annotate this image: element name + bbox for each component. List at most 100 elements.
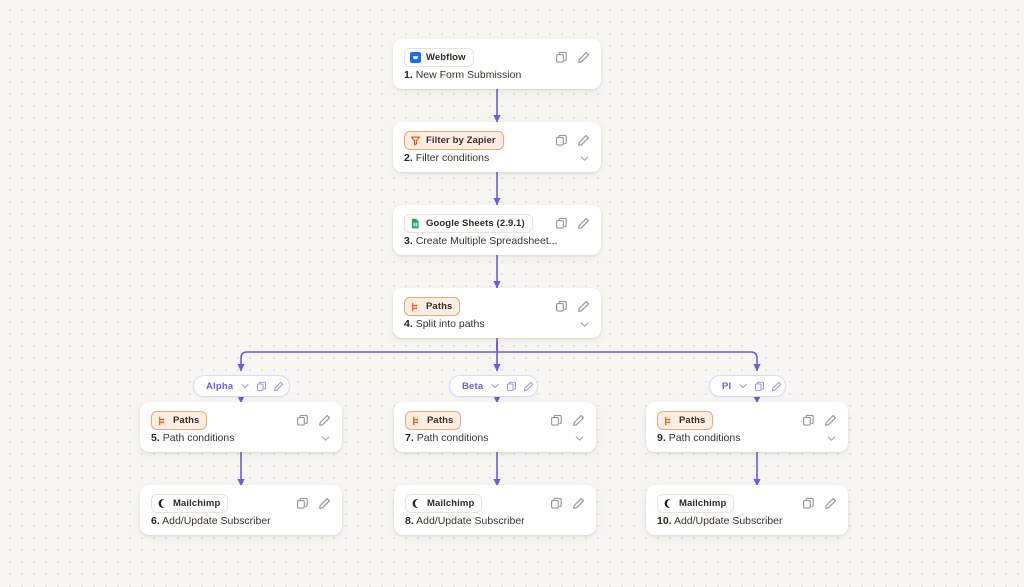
pencil-icon[interactable]: [577, 51, 590, 64]
copy-icon[interactable]: [506, 381, 517, 392]
pencil-icon[interactable]: [771, 381, 782, 392]
chevron-down-icon[interactable]: [574, 433, 585, 444]
step-number: 7.: [405, 432, 414, 444]
app-name: Paths: [427, 414, 454, 426]
step-number: 9.: [657, 432, 666, 444]
step-label: 5. Path conditions: [151, 432, 235, 444]
app-badge-filter: Filter by Zapier: [404, 130, 504, 150]
node-header: Paths: [646, 402, 848, 432]
node-step-7[interactable]: Paths 7. Path conditions: [394, 402, 596, 452]
node-actions[interactable]: [555, 300, 590, 313]
chevron-down-icon[interactable]: [738, 381, 748, 391]
chevron-down-icon[interactable]: [826, 433, 837, 444]
step-label: 4. Split into paths: [404, 318, 485, 330]
step-label: 9. Path conditions: [657, 432, 741, 444]
pencil-icon[interactable]: [523, 381, 534, 392]
paths-branch-icon: [159, 416, 165, 425]
step-title-text: Path conditions: [416, 432, 489, 444]
step-number: 1.: [404, 69, 413, 81]
app-badge-mailchimp: Mailchimp: [405, 493, 483, 513]
pencil-icon[interactable]: [824, 414, 837, 427]
app-name: Mailchimp: [427, 497, 475, 509]
node-step-4[interactable]: Paths 4. Split into paths: [393, 288, 601, 338]
step-label: 10. Add/Update Subscriber: [657, 515, 783, 527]
copy-icon[interactable]: [754, 381, 765, 392]
node-step-6[interactable]: Mailchimp 6. Add/Update Subscriber: [140, 485, 342, 535]
chevron-down-icon[interactable]: [240, 381, 250, 391]
node-step-5[interactable]: Paths 5. Path conditions: [140, 402, 342, 452]
node-step-10[interactable]: Mailchimp 10. Add/Update Subscriber: [646, 485, 848, 535]
pencil-icon[interactable]: [577, 300, 590, 313]
pencil-icon[interactable]: [318, 497, 331, 510]
chevron-down-icon[interactable]: [579, 153, 590, 164]
chevron-down-icon[interactable]: [490, 381, 500, 391]
app-badge-mailchimp: Mailchimp: [151, 493, 229, 513]
copy-icon[interactable]: [555, 51, 568, 64]
app-name: Mailchimp: [173, 497, 221, 509]
copy-icon[interactable]: [550, 497, 563, 510]
node-header: Paths: [140, 402, 342, 432]
pencil-icon[interactable]: [572, 497, 585, 510]
step-number: 8.: [405, 515, 414, 527]
node-actions[interactable]: [802, 414, 837, 427]
node-actions[interactable]: [555, 134, 590, 147]
node-actions[interactable]: [802, 497, 837, 510]
copy-icon[interactable]: [256, 381, 267, 392]
pencil-icon[interactable]: [273, 381, 284, 392]
chevron-down-icon[interactable]: [320, 433, 331, 444]
pencil-icon[interactable]: [318, 414, 331, 427]
node-header: Mailchimp: [646, 485, 848, 515]
mailchimp-icon: [664, 498, 671, 508]
node-header: Paths: [394, 402, 596, 432]
app-name: Mailchimp: [679, 497, 727, 509]
node-actions[interactable]: [555, 51, 590, 64]
node-step-9[interactable]: Paths 9. Path conditions: [646, 402, 848, 452]
path-chip-beta[interactable]: Beta: [449, 375, 538, 397]
node-actions[interactable]: [550, 497, 585, 510]
node-header: Paths: [393, 288, 601, 318]
app-name: Filter by Zapier: [426, 134, 496, 146]
pencil-icon[interactable]: [577, 217, 590, 230]
node-body: 5. Path conditions: [140, 432, 342, 454]
app-badge-webflow: Webflow: [404, 47, 474, 67]
copy-icon[interactable]: [550, 414, 563, 427]
node-actions[interactable]: [296, 497, 331, 510]
pencil-icon[interactable]: [577, 134, 590, 147]
node-step-8[interactable]: Mailchimp 8. Add/Update Subscriber: [394, 485, 596, 535]
node-header: Webflow: [393, 39, 601, 69]
path-chip-actions[interactable]: [490, 381, 534, 392]
node-body: 6. Add/Update Subscriber: [140, 515, 342, 537]
copy-icon[interactable]: [296, 414, 309, 427]
pencil-icon[interactable]: [824, 497, 837, 510]
path-chip-pi[interactable]: PI: [709, 375, 786, 397]
node-step-1[interactable]: Webflow 1. New Form Submission: [393, 39, 601, 89]
copy-icon[interactable]: [555, 217, 568, 230]
copy-icon[interactable]: [802, 414, 815, 427]
chevron-down-icon[interactable]: [579, 319, 590, 330]
wire-4-pi: [496, 341, 761, 372]
step-number: 2.: [404, 152, 413, 164]
mailchimp-icon: [412, 498, 419, 508]
copy-icon[interactable]: [296, 497, 309, 510]
node-actions[interactable]: [550, 414, 585, 427]
node-actions[interactable]: [296, 414, 331, 427]
node-actions[interactable]: [555, 217, 590, 230]
step-number: 5.: [151, 432, 160, 444]
node-body: 3. Create Multiple Spreadsheet...: [393, 235, 601, 257]
copy-icon[interactable]: [802, 497, 815, 510]
node-step-2[interactable]: Filter by Zapier 2. Filter conditions: [393, 122, 601, 172]
app-name: Paths: [426, 300, 453, 312]
path-chip-actions[interactable]: [738, 381, 782, 392]
step-title-text: Split into paths: [415, 318, 485, 330]
path-chip-actions[interactable]: [240, 381, 284, 392]
path-chip-alpha[interactable]: Alpha: [193, 375, 290, 397]
wire-4-alpha: [237, 341, 498, 372]
webflow-icon: [410, 51, 421, 63]
copy-icon[interactable]: [555, 134, 568, 147]
pencil-icon[interactable]: [572, 414, 585, 427]
node-step-3[interactable]: Google Sheets (2.9.1) 3. Create Multiple…: [393, 205, 601, 255]
mailchimp-icon: [158, 498, 165, 508]
copy-icon[interactable]: [555, 300, 568, 313]
node-header: Filter by Zapier: [393, 122, 601, 152]
